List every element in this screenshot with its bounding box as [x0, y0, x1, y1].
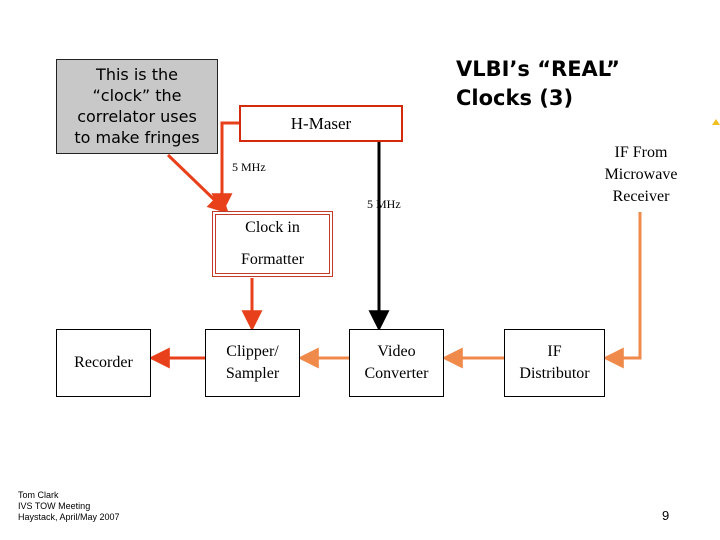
clock-callout: This is the “clock” the correlator uses … — [56, 59, 218, 154]
if-distributor-block: IF Distributor — [504, 329, 605, 397]
if-source-line: Receiver — [612, 188, 670, 205]
slide-title: VLBI’s “REAL” Clocks (3) — [456, 57, 620, 110]
recorder-label: Recorder — [74, 354, 133, 371]
clipper-sampler-block: Clipper/ Sampler — [205, 329, 300, 397]
if-source-label: IF From Microwave Receiver — [586, 142, 696, 208]
video-label-line: Converter — [364, 365, 429, 382]
clipper-label-line: Sampler — [225, 365, 280, 382]
formatter-label-line: Formatter — [240, 251, 305, 268]
footer-line: Haystack, April/May 2007 — [18, 512, 120, 522]
formatter-clock-block: Clock in Formatter — [212, 211, 333, 277]
if-source-line: Microwave — [604, 166, 678, 183]
slide-footer: Tom Clark IVS TOW Meeting Haystack, Apri… — [18, 490, 120, 523]
h-maser-block: H-Maser — [239, 105, 403, 142]
callout-line: to make fringes — [74, 128, 200, 147]
footer-line: IVS TOW Meeting — [18, 501, 91, 511]
maser-formatter-freq-label: 5 MHz — [232, 160, 266, 174]
maser-video-freq-label: 5 MHz — [367, 197, 401, 211]
edge-mark-icon — [712, 119, 720, 125]
callout-arrow — [166, 153, 230, 214]
h-maser-label: H-Maser — [290, 113, 352, 133]
if-source-to-ifdist-arrow — [602, 212, 642, 369]
formatter-label-line: Clock in — [245, 219, 300, 236]
clipper-label-line: Clipper/ — [226, 343, 279, 360]
callout-line: This is the — [96, 65, 178, 84]
callout-line: correlator uses — [77, 107, 197, 126]
page-number: 9 — [662, 508, 670, 523]
video-converter-block: Video Converter — [349, 329, 444, 397]
video-label-line: Video — [377, 343, 416, 360]
maser-to-formatter-line — [211, 121, 239, 215]
if-source-line: IF From — [614, 144, 668, 161]
ifdist-label-line: IF — [547, 343, 562, 360]
callout-line: “clock” the — [92, 86, 182, 105]
ifdist-label-line: Distributor — [519, 365, 590, 382]
footer-line: Tom Clark — [18, 490, 59, 500]
recorder-block: Recorder — [56, 329, 151, 397]
